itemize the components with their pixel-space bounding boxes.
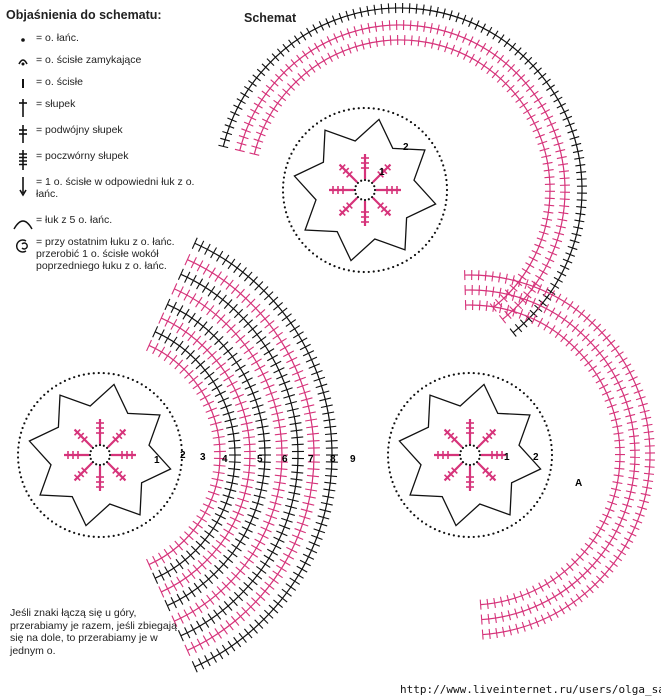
legend-item-closing-slip: = o. ścisłe zamykające [6, 54, 211, 66]
right-loop-band-2 [464, 285, 640, 625]
legend-item-slip-in-arc: = 1 o. ścisłe w odpowiedni łuk z o. łańc… [6, 176, 211, 200]
legend-title: Objaśnienia do schematu: [6, 8, 162, 22]
schema-title: Schemat [244, 11, 297, 25]
legend-text-slip-in-arc: = 1 o. ścisłe w odpowiedni łuk z o. łańc… [36, 176, 195, 200]
legend-item-chain: = o. łańc. [6, 32, 211, 44]
top-round-label-1: 1 [379, 167, 385, 178]
quadruple-treble-icon [19, 150, 27, 170]
right-round-label-2: 2 [533, 452, 539, 463]
watermark: http://www.liveinternet.ru/users/olga_sa… [400, 683, 661, 696]
last-arc-icon [16, 239, 28, 253]
legend-text-chain: = o. łańc. [36, 32, 79, 44]
round-label-1: 1 [154, 455, 160, 466]
round-label-9: 9 [350, 454, 356, 465]
legend-item-last-arc: = przy ostatnim łuku z o. łańc. przerobi… [6, 236, 211, 272]
legend-item-double-treble: = podwójny słupek [6, 124, 211, 143]
fan-band-2 [152, 326, 241, 584]
top-loop-band-2 [234, 20, 570, 324]
treble-icon [19, 99, 27, 117]
right-loop-band-1 [464, 300, 626, 610]
flower-motifs [16, 106, 554, 539]
legend-item-arc-5: = łuk z 5 o. łańc. [6, 214, 211, 230]
fan-band-8 [191, 237, 338, 673]
round-label-7: 7 [308, 454, 314, 465]
marker-a: A [575, 478, 582, 489]
round-label-6: 6 [282, 454, 288, 465]
border-bands [146, 3, 655, 673]
arc-5-chains-icon [13, 220, 33, 230]
legend-item-quadruple-treble: = poczwórny słupek [6, 150, 211, 170]
fan-band-4 [164, 298, 271, 612]
legend-text-treble: = słupek [36, 98, 76, 110]
flower-motif-left [16, 371, 184, 539]
legend-item-treble: = słupek [6, 98, 211, 117]
top-round-label-2: 2 [403, 142, 409, 153]
fan-band-3 [158, 312, 256, 598]
round-label-5: 5 [257, 454, 263, 465]
fan-band-5 [171, 283, 288, 627]
legend-item-slip: = o. ścisłe [6, 76, 211, 88]
fan-band-1 [146, 339, 226, 571]
closing-slip-stitch-icon [18, 59, 28, 66]
top-loop-band-3 [218, 3, 587, 337]
note-text: Jeśli znaki łączą się u góry, przerabiam… [10, 607, 177, 657]
fan-band-6 [177, 268, 304, 642]
round-label-8: 8 [330, 454, 336, 465]
slip-in-chain-arc-icon [19, 177, 27, 197]
legend: Objaśnienia do schematu: = o. łańc. = o.… [6, 8, 211, 282]
double-treble-icon [19, 125, 27, 143]
round-labels: 1 2 3 4 5 6 7 8 9 1 2 1 2 A [154, 142, 582, 489]
legend-text-double-treble: = podwójny słupek [36, 124, 123, 136]
legend-text-quadruple-treble: = poczwórny słupek [36, 150, 129, 162]
flower-motif-right [386, 371, 554, 539]
round-label-2: 2 [180, 450, 186, 461]
legend-text-closing-slip: = o. ścisłe zamykające [36, 54, 142, 66]
round-label-3: 3 [200, 452, 206, 463]
legend-text-slip: = o. ścisłe [36, 76, 83, 88]
fan-band-7 [184, 253, 320, 657]
right-round-label-1: 1 [504, 452, 510, 463]
legend-text-arc-5: = łuk z 5 o. łańc. [36, 214, 113, 226]
top-loop-band-1 [249, 35, 555, 312]
right-loop-band-3 [464, 270, 655, 640]
chain-stitch-icon [21, 38, 25, 42]
legend-text-last-arc: = przy ostatnim łuku z o. łańc. przerobi… [36, 236, 175, 272]
flower-motif-top [281, 106, 449, 274]
slip-stitch-icon [22, 79, 24, 88]
round-label-4: 4 [222, 454, 228, 465]
